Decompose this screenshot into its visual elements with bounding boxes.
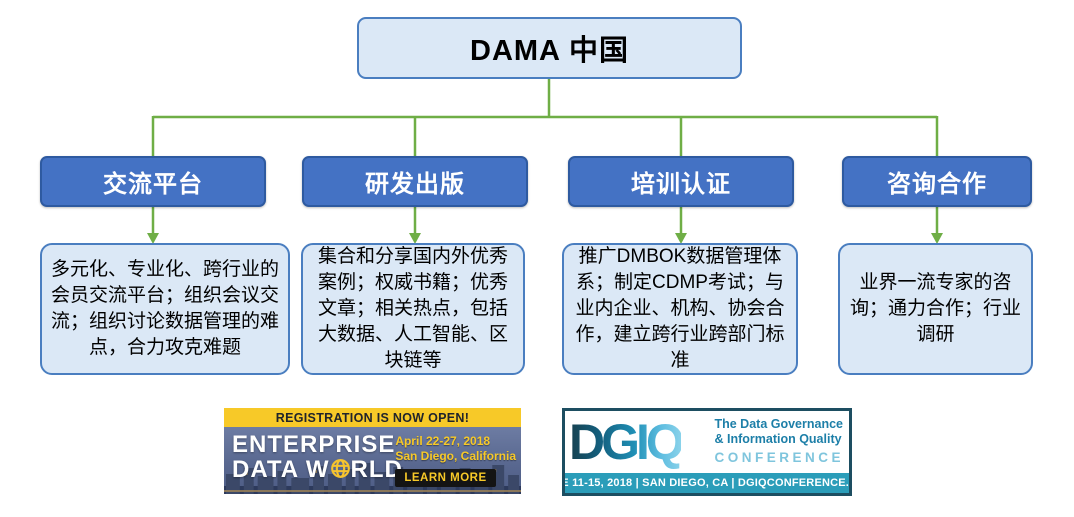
branch-node-research-publishing: 研发出版 bbox=[302, 156, 528, 207]
branch-label: 交流平台 bbox=[103, 171, 203, 198]
dgiq-tagline-line1: The Data Governance bbox=[714, 417, 843, 431]
dgiq-banner-body: DGIQ The Data Governance & Information Q… bbox=[565, 411, 849, 473]
dgiq-footer-text: JUNE 11-15, 2018 | SAN DIEGO, CA | DGIQC… bbox=[562, 477, 850, 489]
branch-description-text: 业界一流专家的咨询；通力合作；行业调研 bbox=[849, 272, 1021, 345]
branch-description-exchange-platform: 多元化、专业化、跨行业的会员交流平台；组织会议交流；组织讨论数据管理的难点，合力… bbox=[40, 243, 290, 375]
dgiq-tagline: The Data Governance & Information Qualit… bbox=[714, 417, 844, 467]
edw-wordmark-line1: ENTERPRISE bbox=[232, 431, 396, 458]
edw-registration-ribbon: REGISTRATION IS NOW OPEN! bbox=[224, 408, 521, 427]
branch-node-consulting-cooperation: 咨询合作 bbox=[842, 156, 1032, 207]
dgiq-conference-text: CONFERENCE bbox=[714, 450, 844, 465]
edw-ribbon-text: REGISTRATION IS NOW OPEN! bbox=[275, 410, 470, 425]
dgiq-logo: DGIQ bbox=[569, 414, 685, 470]
branch-description-text: 集合和分享国内外优秀案例；权威书籍；优秀文章；相关热点，包括大数据、人工智能、区… bbox=[317, 246, 508, 371]
branch-label: 培训认证 bbox=[631, 171, 731, 198]
dgiq-banner-link[interactable]: DGIQ The Data Governance & Information Q… bbox=[562, 408, 852, 496]
branch-description-text: 推广DMBOK数据管理体系；制定CDMP考试；与业内企业、机构、协会合作，建立跨… bbox=[575, 246, 785, 371]
branch-label: 研发出版 bbox=[365, 171, 465, 198]
edw-event-info: April 22-27, 2018 San Diego, California … bbox=[395, 434, 516, 487]
branch-description-text: 多元化、专业化、跨行业的会员交流平台；组织会议交流；组织讨论数据管理的难点，合力… bbox=[50, 259, 279, 358]
root-node-dama-china: DAMA 中国 bbox=[357, 17, 742, 79]
branch-description-training-certification: 推广DMBOK数据管理体系；制定CDMP考试；与业内企业、机构、协会合作，建立跨… bbox=[562, 243, 798, 375]
branch-node-exchange-platform: 交流平台 bbox=[40, 156, 266, 207]
learn-more-button[interactable]: LEARN MORE bbox=[395, 469, 496, 487]
globe-icon bbox=[330, 458, 351, 484]
branch-label: 咨询合作 bbox=[887, 171, 987, 198]
branch-description-consulting-cooperation: 业界一流专家的咨询；通力合作；行业调研 bbox=[838, 243, 1033, 375]
dgiq-tagline-line2: & Information Quality bbox=[714, 432, 842, 446]
dgiq-footer-bar: JUNE 11-15, 2018 | SAN DIEGO, CA | DGIQC… bbox=[565, 473, 849, 493]
branch-description-research-publishing: 集合和分享国内外优秀案例；权威书籍；优秀文章；相关热点，包括大数据、人工智能、区… bbox=[301, 243, 525, 375]
root-node-title: DAMA 中国 bbox=[470, 35, 629, 67]
edw-event-location: San Diego, California bbox=[395, 449, 516, 463]
branch-node-training-certification: 培训认证 bbox=[568, 156, 794, 207]
edw-banner-link[interactable]: REGISTRATION IS NOW OPEN! bbox=[224, 408, 521, 494]
edw-event-date: April 22-27, 2018 bbox=[395, 434, 491, 448]
